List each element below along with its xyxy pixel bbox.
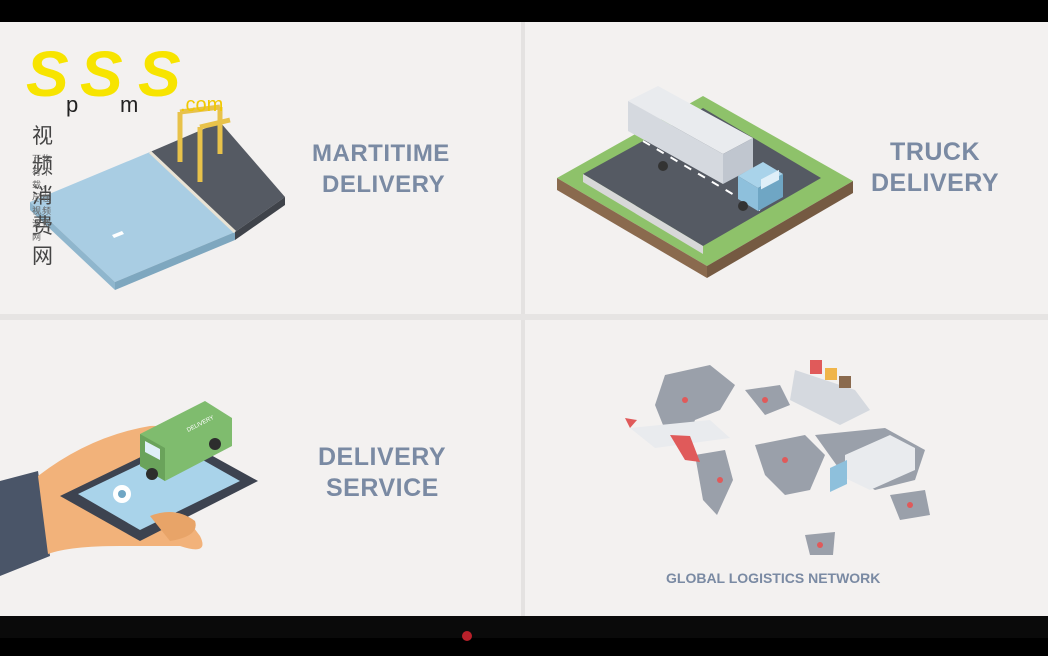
world-map-illustration <box>625 360 930 555</box>
watermark-letter-2: S <box>80 38 123 110</box>
service-label-line1: DELIVERY <box>318 443 447 471</box>
global-network-caption: GLOBAL LOGISTICS NETWORK <box>666 570 881 586</box>
horizontal-divider <box>0 314 1048 320</box>
maritime-panel: MARTITIME DELIVERY <box>0 22 521 314</box>
delivery-service-label: DELIVERY SERVICE <box>318 442 446 504</box>
maritime-label-line1: MARTITIME <box>312 140 450 167</box>
truck-illustration <box>557 86 853 278</box>
watermark-letter-3: S <box>138 38 181 110</box>
truck-label-line2: DELIVERY <box>871 169 1000 197</box>
truck-delivery-label: TRUCK DELIVERY <box>871 137 999 199</box>
watermark-small-letter-1: p <box>66 92 79 117</box>
playhead-dot[interactable] <box>462 631 472 641</box>
watermark-chinese-title: 视频消费网 <box>32 124 54 268</box>
watermark-letter-1: S <box>26 38 69 110</box>
watermark-small-letter-2: m <box>120 92 139 117</box>
watermark-tagline: 万物有下载，尽在视频消费网 <box>32 155 53 243</box>
maritime-illustration <box>30 104 285 290</box>
truck-label-line1: TRUCK <box>890 138 981 166</box>
global-network-panel: GLOBAL LOGISTICS NETWORK <box>525 320 1048 616</box>
maritime-label-line2: DELIVERY <box>322 171 446 198</box>
truck-panel: TRUCK DELIVERY <box>525 22 1048 314</box>
delivery-service-panel: DELIVERY DELIVERY SERVICE <box>0 320 521 616</box>
phone-hand-illustration: DELIVERY <box>0 401 258 576</box>
maritime-delivery-label: MARTITIME DELIVERY <box>312 138 450 200</box>
video-bottom-bar <box>0 616 1048 638</box>
service-label-line2: SERVICE <box>326 474 439 502</box>
watermark-domain: .com <box>180 94 224 116</box>
